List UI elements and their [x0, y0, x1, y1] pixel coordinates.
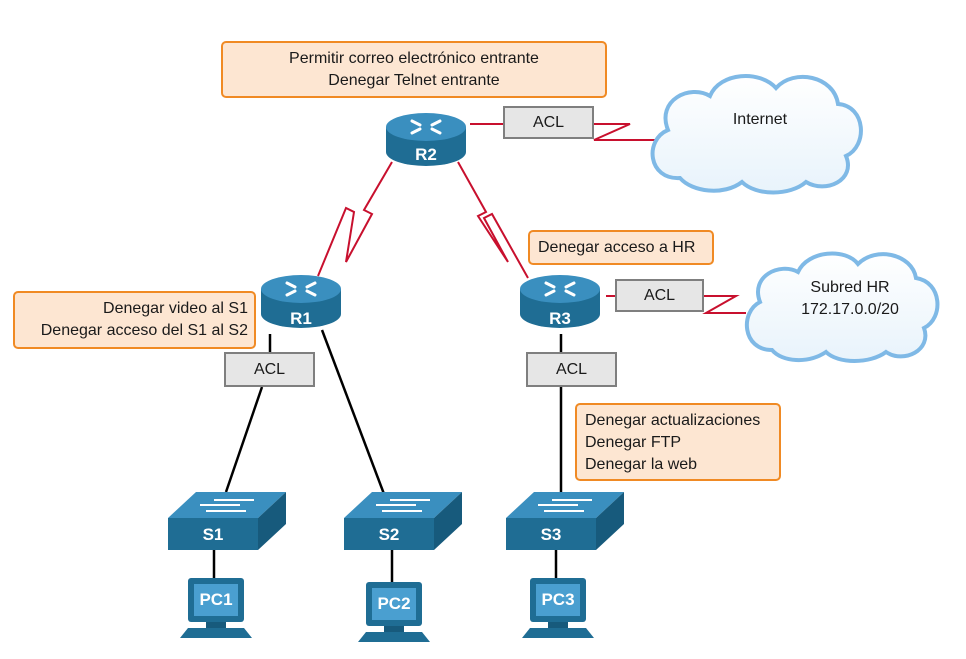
policy-note-r1: Denegar video al S1 Denegar acceso del S… [13, 291, 256, 349]
hr-subnet-address: 172.17.0.0/20 [801, 301, 899, 318]
ethernet-link-r1-s1 [224, 386, 264, 493]
pc2-label: PC2 [377, 594, 411, 613]
pc2-icon[interactable] [358, 582, 430, 642]
hr-subnet-name: Subred HR [810, 279, 890, 296]
switch-s1-label: S1 [202, 525, 224, 544]
policy-note-r1-line-2: Denegar acceso del S1 al S2 [40, 322, 248, 339]
internet-cloud-icon [650, 74, 863, 195]
policy-note-s3-line-1: Denegar actualizaciones [585, 412, 761, 429]
router-r1-icon[interactable] [261, 275, 341, 328]
router-r3-icon[interactable] [520, 275, 600, 328]
pc1-label: PC1 [199, 590, 233, 609]
serial-link-r3-hr [606, 295, 746, 314]
serial-link-r2-r1 [317, 161, 393, 277]
acl-box-r2: ACL [503, 106, 594, 139]
switch-s2-label: S2 [378, 525, 400, 544]
policy-note-r3: Denegar acceso a HR [528, 230, 714, 265]
router-r1-label: R1 [290, 309, 312, 328]
pc1-icon[interactable] [180, 578, 252, 638]
policy-note-r2-line-2: Denegar Telnet entrante [328, 72, 500, 89]
serial-link-r2-r3 [457, 161, 529, 279]
policy-note-r1-line-1: Denegar video al S1 [103, 300, 248, 317]
acl-box-r3: ACL [526, 352, 617, 387]
pc3-label: PC3 [541, 590, 575, 609]
acl-box-r3-hr: ACL [615, 279, 704, 312]
switch-s1-icon[interactable] [168, 492, 286, 550]
internet-label: Internet [732, 111, 788, 128]
router-r2-icon[interactable] [386, 113, 466, 166]
acl-box-r1: ACL [224, 352, 315, 387]
policy-note-s3-line-2: Denegar FTP [585, 434, 682, 451]
policy-note-s3: Denegar actualizaciones Denegar FTP Dene… [575, 403, 781, 481]
switch-s2-icon[interactable] [344, 492, 462, 550]
pc3-icon[interactable] [522, 578, 594, 638]
hr-subnet-label: Subred HR 172.17.0.0/20 [770, 277, 930, 321]
ethernet-link-r1-s2 [320, 329, 386, 495]
router-r2-label: R2 [415, 145, 437, 164]
switch-s3-label: S3 [540, 525, 562, 544]
policy-note-r3-line-1: Denegar acceso a HR [538, 239, 696, 256]
policy-note-r2-line-1: Permitir correo electrónico entrante [289, 50, 539, 67]
router-r3-label: R3 [549, 309, 571, 328]
policy-note-s3-line-3: Denegar la web [585, 456, 698, 473]
hr-subnet-cloud-icon [744, 251, 940, 363]
policy-note-r2: Permitir correo electrónico entrante Den… [221, 41, 607, 98]
switch-s3-icon[interactable] [506, 492, 624, 550]
serial-link-r2-internet [470, 123, 658, 141]
